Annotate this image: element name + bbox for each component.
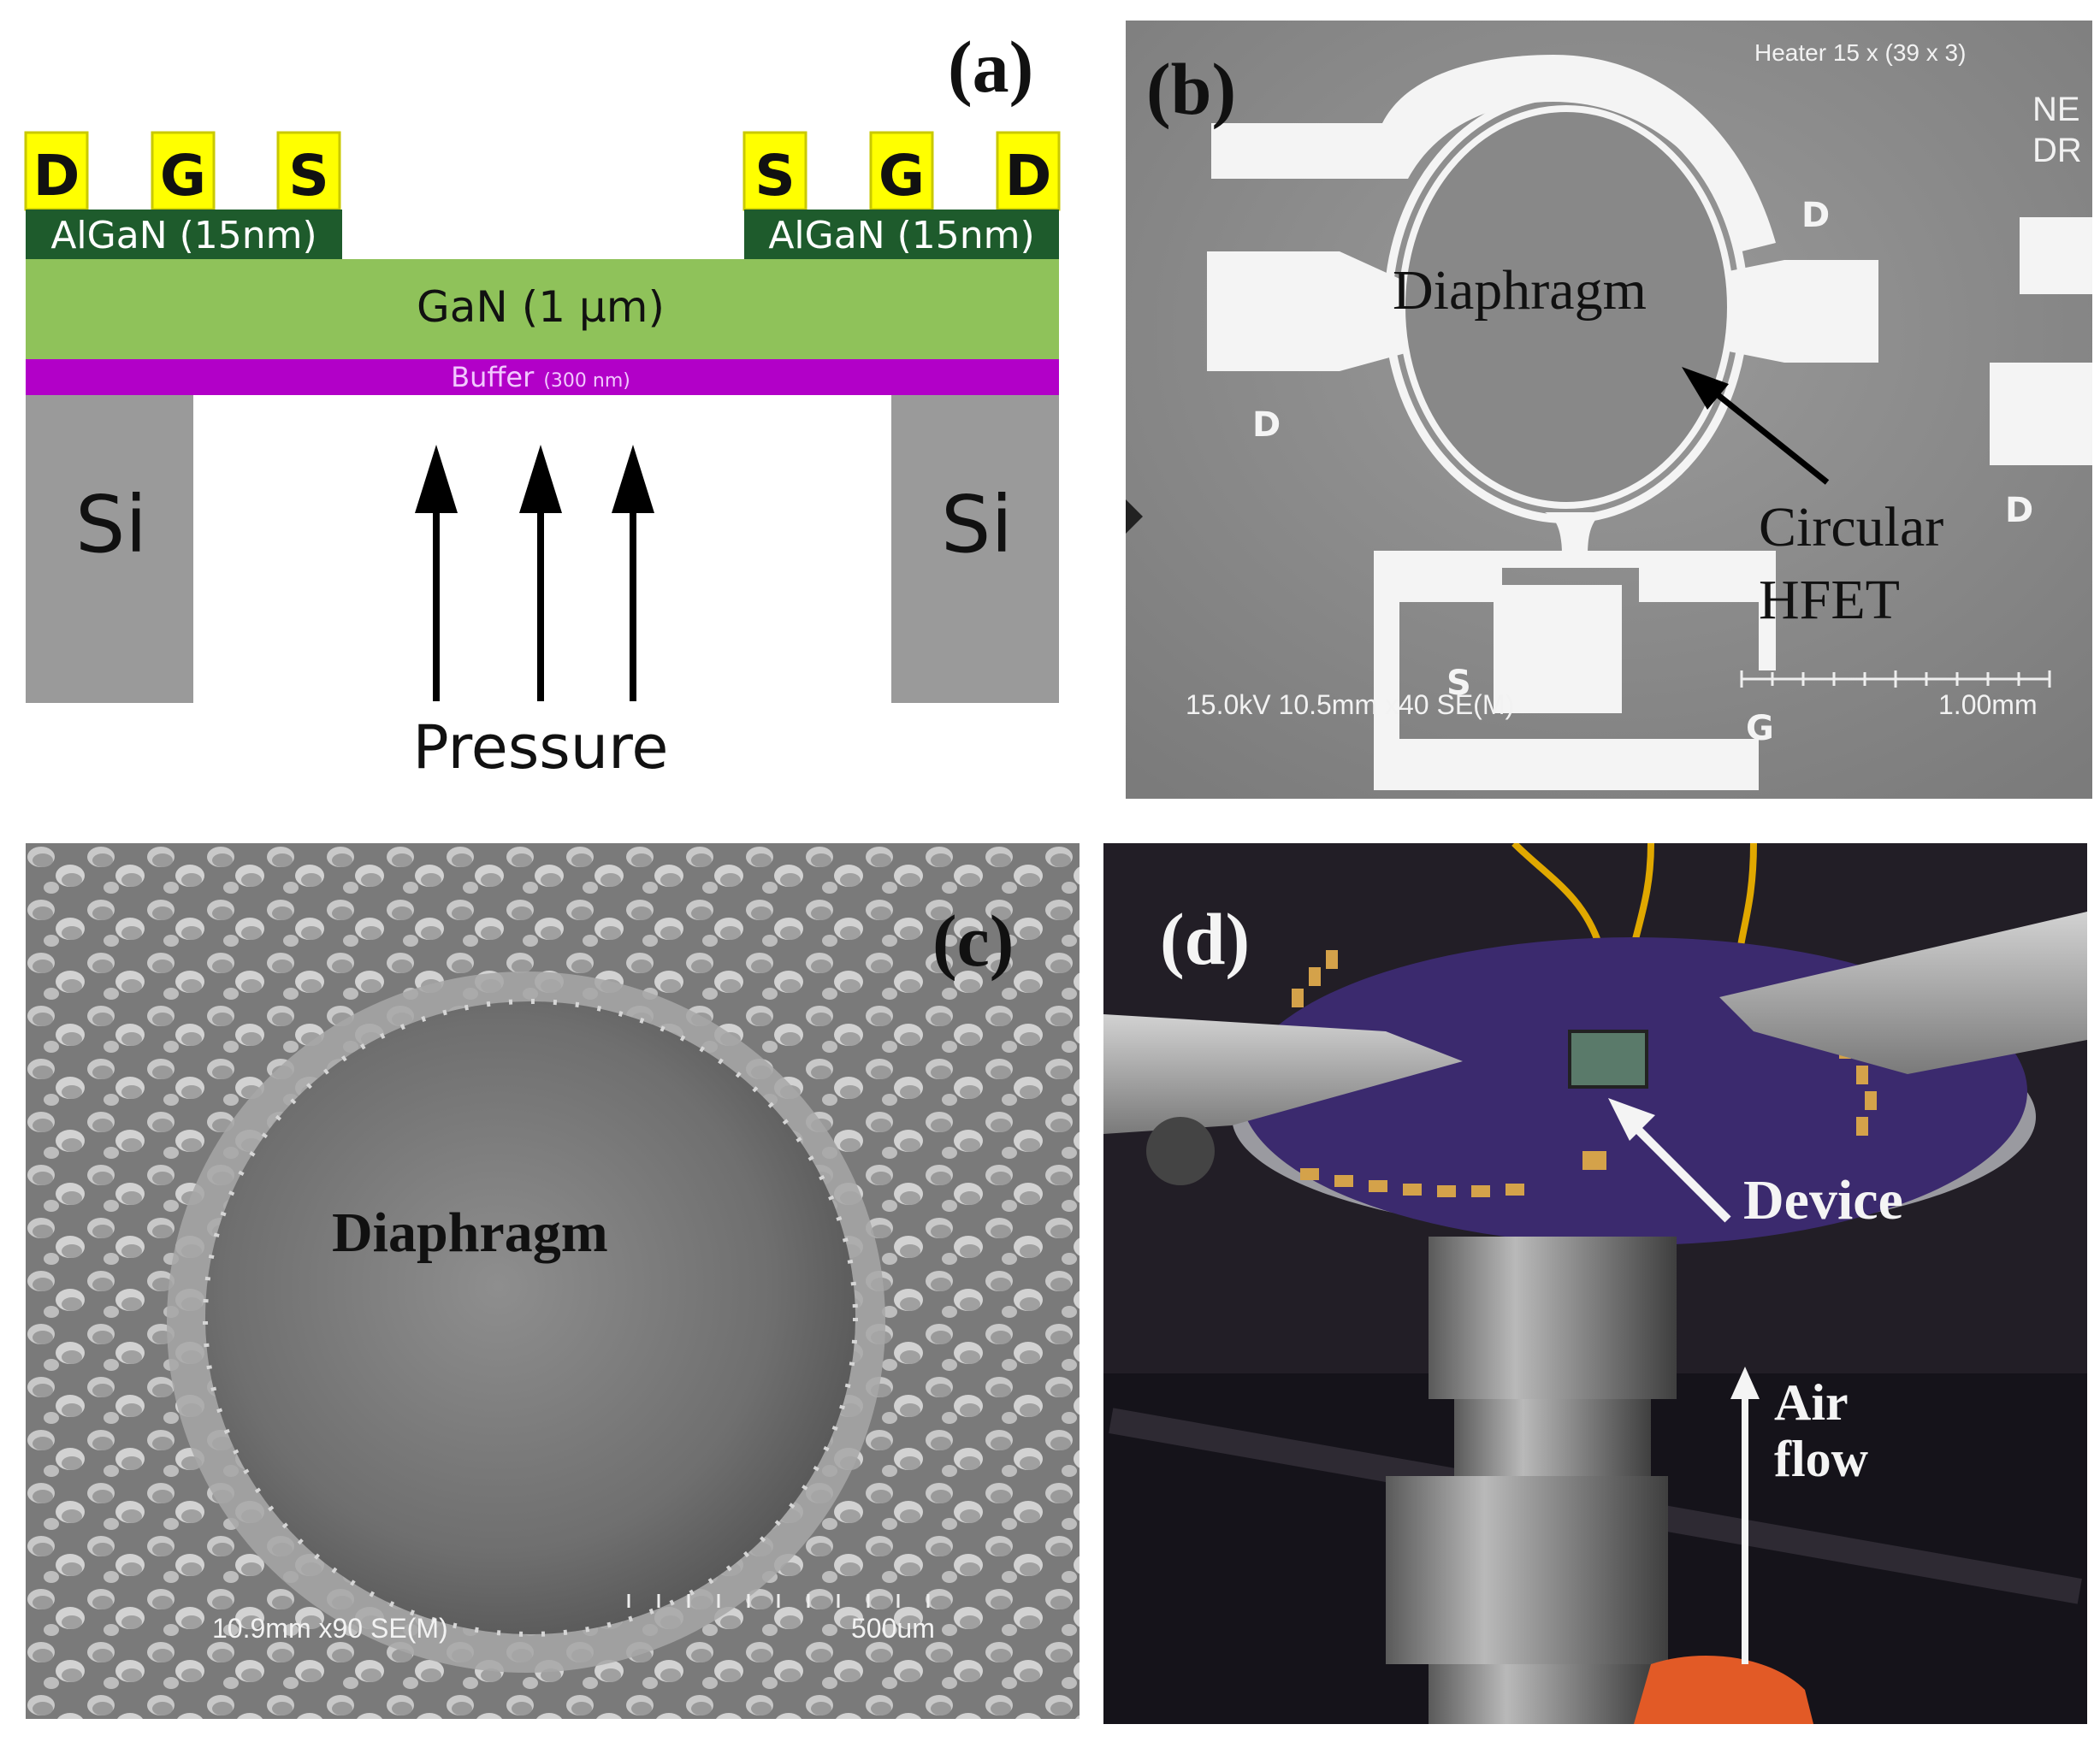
cross-section-diagram: D G S S G D AlGaN (15nm) AlGaN (15nm) Ga… [24, 131, 1061, 782]
si-label-left: Si [75, 479, 147, 570]
top-arc-pad [1211, 55, 1776, 251]
left-pad [1207, 251, 1434, 371]
terminal-d-right-lower: D [2005, 491, 2034, 530]
device-pointer-arrow [1622, 1113, 1731, 1223]
airflow-label-line2: flow [1774, 1431, 1868, 1487]
fitting-stem [1454, 1399, 1651, 1476]
diaphragm-label-c: Diaphragm [332, 1202, 608, 1264]
device-label: Device [1743, 1169, 1903, 1231]
panel-a-label: (a) [948, 26, 1034, 108]
wire-3 [1737, 843, 1757, 947]
orange-tubing [1634, 1656, 1813, 1724]
sem-backside-image [26, 843, 1080, 1719]
hfet-label-line2: HFET [1759, 569, 1900, 631]
edge-pad-1 [2020, 217, 2092, 294]
pressure-arrows [415, 445, 654, 701]
scale-bar [1740, 670, 2051, 688]
wire-2 [1630, 843, 1654, 947]
scale-ticks-c [627, 1594, 930, 1608]
bottom-s-pad [1494, 585, 1622, 713]
diaphragm-area-c [205, 1001, 855, 1634]
electrode-s-right-label: S [754, 143, 796, 209]
panel-d-test-setup-photo: Device Air flow (d) [1103, 843, 2087, 1724]
pressure-arrow-3-head [612, 445, 654, 513]
bottom-frame-pad [1374, 534, 1776, 790]
pressure-arrow-1-head [415, 445, 458, 513]
si-label-right: Si [941, 479, 1013, 570]
electrode-d-left [24, 131, 89, 211]
buffer-thickness-text: (300 nm) [543, 370, 630, 392]
electrode-d-right [996, 131, 1061, 211]
algan-label-left: AlGaN (15nm) [50, 214, 316, 257]
panel-c-sem-backside: Diaphragm 10.9mm x90 SE(M) 500um (c) [26, 843, 1080, 1719]
electrode-g-right-label: G [878, 143, 925, 209]
hfet-label-line1: Circular [1759, 496, 1944, 558]
panel-b-label: (b) [1146, 48, 1237, 130]
left-clip-screw [1146, 1117, 1215, 1185]
pressure-label: Pressure [413, 712, 669, 782]
hfet-outer-ring [1384, 91, 1748, 523]
terminal-s: S [1446, 664, 1471, 703]
airflow-arrow-head [1730, 1367, 1760, 1399]
device-pointer-arrow-head [1608, 1098, 1655, 1141]
buffer-layer [26, 359, 1059, 395]
sem-header-text: Heater 15 x (39 x 3) [1754, 39, 1967, 66]
gan-layer [26, 259, 1059, 359]
buffer-label: Buffer (300 nm) [451, 361, 630, 393]
scale-label-b: 1.00mm [1938, 689, 2038, 720]
electrode-d-right-label: D [1005, 143, 1052, 209]
wire-1 [1511, 843, 1603, 948]
corner-text-2: DR [2032, 132, 2082, 169]
hfet-pointer-arrow [1696, 377, 1830, 485]
algan-label-right: AlGaN (15nm) [768, 214, 1034, 257]
pressure-arrow-2-head [519, 445, 562, 513]
device-chip [1568, 1030, 1648, 1089]
electrode-d-left-label: D [33, 143, 80, 209]
algan-layer-left [26, 210, 342, 259]
terminal-d-right-upper: D [1801, 196, 1831, 235]
scale-label-c: 500um [851, 1613, 935, 1644]
si-support-left [26, 395, 193, 703]
gan-label: GaN (1 μm) [417, 282, 665, 332]
sem-top-view-image [1126, 21, 2092, 799]
diaphragm-label-b: Diaphragm [1393, 259, 1647, 322]
buffer-label-text: Buffer [451, 361, 535, 393]
airflow-label-line1: Air [1774, 1374, 1849, 1431]
edge-mark [1126, 499, 1143, 534]
hfet-inner-ring [1399, 105, 1734, 509]
panel-a-cross-section: D G S S G D AlGaN (15nm) AlGaN (15nm) Ga… [0, 0, 1112, 804]
algan-layer-right [744, 210, 1059, 259]
fitting-lower-nut [1386, 1476, 1668, 1664]
right-electrodes: S G D [742, 131, 1061, 211]
diaphragm-rim [203, 999, 858, 1637]
panel-b-sem-top-view: Heater 15 x (39 x 3) NE DR Diaphragm Cir… [1126, 21, 2092, 799]
panel-d-label: (d) [1160, 898, 1251, 980]
left-electrodes: D G S [24, 131, 341, 211]
electrode-s-right [742, 131, 807, 211]
bottom-g-pad [1399, 739, 1759, 790]
right-clip [1719, 912, 2087, 1074]
left-clip [1103, 1014, 1463, 1134]
corner-text-1: NE [2032, 91, 2080, 128]
terminal-d-left: D [1252, 405, 1281, 445]
diaphragm-area [1399, 106, 1733, 508]
test-setup-photo [1103, 843, 2087, 1724]
edge-pad-2 [1990, 363, 2092, 465]
electrode-g-left-label: G [160, 143, 206, 209]
fitting-upper-nut [1429, 1237, 1677, 1399]
panel-c-label: (c) [932, 900, 1015, 982]
sem-info-c: 10.9mm x90 SE(M) [212, 1613, 448, 1644]
hfet-pointer-arrow-head [1682, 367, 1729, 410]
fitting-base [1429, 1664, 1651, 1724]
sem-info-b: 15.0kV 10.5mm x40 SE(M) [1186, 689, 1515, 720]
si-support-right [891, 395, 1059, 703]
electrode-s-left-label: S [288, 143, 329, 209]
terminal-g: G [1746, 709, 1774, 748]
